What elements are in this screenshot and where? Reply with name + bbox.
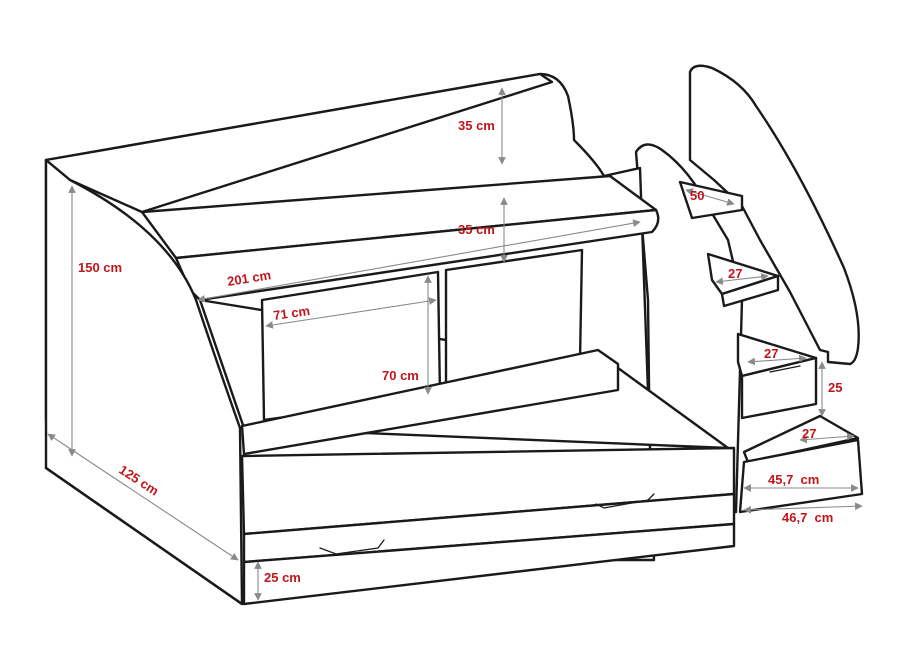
label-stair-inner: 45,7 cm [768, 472, 819, 487]
label-step-2: 27 [728, 266, 742, 281]
label-total-height: 150 cm [78, 260, 122, 275]
label-drawer-height: 25 cm [264, 570, 301, 585]
dimension-lines [47, 87, 863, 601]
dim-step-4 [799, 432, 855, 444]
dim-step-1 [685, 188, 735, 206]
label-opening-height: 70 cm [382, 368, 419, 383]
label-step-4: 27 [802, 426, 816, 441]
drawer-handle-1 [319, 539, 385, 555]
label-guard-rail: 35 cm [458, 222, 495, 237]
dim-opening-width [265, 297, 437, 329]
dim-depth [47, 433, 239, 561]
label-step-rise: 25 [828, 380, 842, 395]
dim-step-3 [747, 354, 807, 366]
dim-step-2 [715, 272, 769, 286]
label-stair-outer: 46,7 cm [782, 510, 833, 525]
dim-stair-outer [743, 502, 863, 514]
label-opening-width: 71 cm [272, 303, 311, 323]
dim-length [197, 219, 641, 303]
label-step-3: 27 [764, 346, 778, 361]
stair-handle-3 [769, 365, 801, 373]
drawer-handle-2 [595, 493, 655, 509]
label-length: 201 cm [226, 267, 272, 289]
lower-back-rail [240, 348, 620, 456]
label-step-1: 50 [690, 188, 704, 203]
stair-outer-panel [688, 64, 860, 366]
bed-body [44, 72, 736, 606]
label-top-rail: 35 cm [458, 118, 495, 133]
base-drawer [242, 522, 736, 606]
